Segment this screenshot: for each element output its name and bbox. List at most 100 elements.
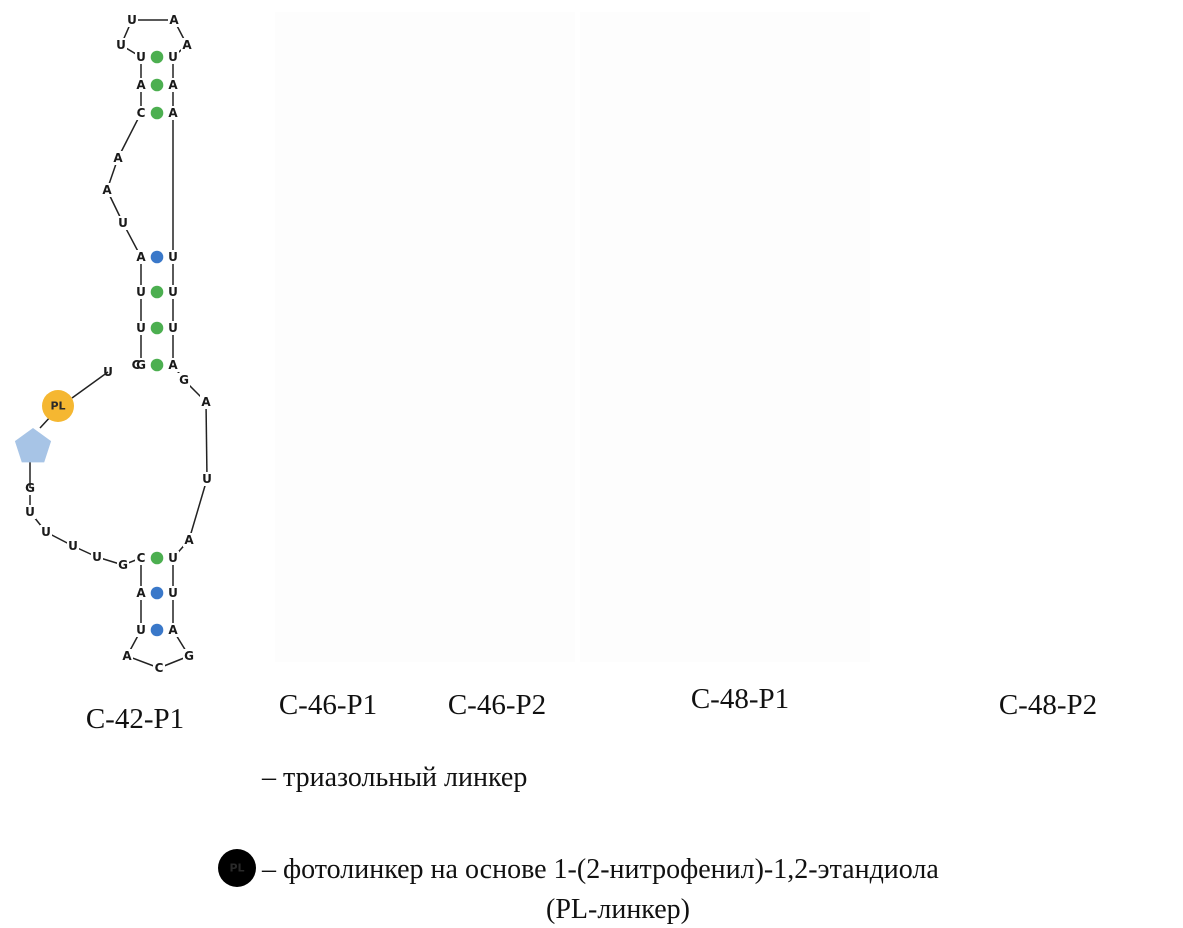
nucleotide-halo xyxy=(24,505,36,519)
nucleotide: U xyxy=(136,623,146,637)
nucleotide-halo xyxy=(135,50,147,64)
nucleotide-halo xyxy=(121,649,133,663)
nucleotide-halo xyxy=(135,250,147,264)
nucleotide-halo xyxy=(181,38,193,52)
nucleotide-halo xyxy=(101,183,113,197)
nucleotide: U xyxy=(41,525,51,539)
base-pair-dot xyxy=(150,250,164,264)
nucleotide-halo xyxy=(135,78,147,92)
nucleotide-halo xyxy=(168,13,180,27)
nucleotide: A xyxy=(113,151,123,165)
nucleotide-halo xyxy=(167,586,179,600)
nucleotide: U xyxy=(202,472,212,486)
nucleotide-halo xyxy=(135,285,147,299)
legend-triazole-text: – триазольный линкер xyxy=(261,762,527,793)
nucleotide-halo xyxy=(67,539,79,553)
nucleotide: U xyxy=(168,586,178,600)
nucleotide: A xyxy=(169,13,179,27)
nucleotide: U xyxy=(118,216,128,230)
nucleotide: U xyxy=(136,321,146,335)
nucleotide-halo xyxy=(153,661,165,675)
structure-label-c-46-p2: C-46-P2 xyxy=(448,689,546,721)
nucleotide: U xyxy=(168,321,178,335)
nucleotide-halo xyxy=(135,358,147,372)
nucleotide: A xyxy=(102,183,112,197)
nucleotide: U xyxy=(168,285,178,299)
nucleotide: U xyxy=(25,505,35,519)
base-pair-dot xyxy=(150,586,164,600)
triazole-linker-icon xyxy=(14,428,52,463)
nucleotide-halo xyxy=(135,623,147,637)
structure-label-c-48-p1: C-48-P1 xyxy=(691,683,789,715)
nucleotide: A xyxy=(136,78,146,92)
nucleotide: C xyxy=(132,358,141,372)
nucleotide: U xyxy=(68,539,78,553)
base-pair-dot xyxy=(150,285,164,299)
nucleotide-halo xyxy=(167,250,179,264)
nucleotide: U xyxy=(168,250,178,264)
base-pair-dot xyxy=(150,551,164,565)
base-pair-dot xyxy=(150,78,164,92)
nucleotide: A xyxy=(168,623,178,637)
nucleotide: A xyxy=(136,586,146,600)
backbone-bond xyxy=(188,478,208,541)
pl-linker-icon-label: PL xyxy=(229,862,244,875)
nucleotide: A xyxy=(168,358,178,372)
nucleotide-halo xyxy=(178,373,190,387)
nucleotide-halo xyxy=(112,151,124,165)
nucleotide: G xyxy=(136,358,146,372)
nucleotide: A xyxy=(168,78,178,92)
nucleotide-halo xyxy=(183,533,195,547)
nucleotide-halo xyxy=(167,358,179,372)
nucleotide-halo xyxy=(91,550,103,564)
nucleotide: U xyxy=(116,38,126,52)
nucleotide-halo xyxy=(135,106,147,120)
nucleotide-halo xyxy=(135,321,147,335)
nucleotide: G xyxy=(118,558,128,572)
nucleotide-halo xyxy=(40,525,52,539)
nucleotide: A xyxy=(201,395,211,409)
nucleotide: U xyxy=(127,13,137,27)
nucleotide-halo xyxy=(167,106,179,120)
nucleotide: A xyxy=(182,38,192,52)
legend: – триазольный линкер PL – фотолинкер на … xyxy=(218,762,939,925)
panel-background-c48 xyxy=(580,12,870,662)
base-pair-dot xyxy=(150,358,164,372)
nucleotide-halo xyxy=(167,50,179,64)
nucleotide-halo xyxy=(167,551,179,565)
nucleotide: G xyxy=(179,373,189,387)
nucleotide: G xyxy=(184,649,194,663)
nucleotide: A xyxy=(136,250,146,264)
nucleotide: A xyxy=(184,533,194,547)
nucleotide: A xyxy=(168,106,178,120)
backbone-bond xyxy=(205,401,208,480)
nucleotide-halo xyxy=(183,649,195,663)
structure-label-c-48-p2: C-48-P2 xyxy=(999,689,1097,721)
base-pair-dot xyxy=(150,623,164,637)
nucleotide-halo xyxy=(200,395,212,409)
base-pair-dot xyxy=(150,50,164,64)
nucleotide-halo xyxy=(201,472,213,486)
nucleotide: C xyxy=(155,661,164,675)
nucleotide-halo xyxy=(135,551,147,565)
nucleotide: A xyxy=(122,649,132,663)
legend-pl-text-line1: – фотолинкер на основе 1-(2-нитрофенил)-… xyxy=(261,854,939,885)
nucleotide: U xyxy=(168,50,178,64)
panel-background-c46 xyxy=(275,12,575,662)
pl-linker-icon xyxy=(42,390,74,422)
nucleotide-halo xyxy=(167,78,179,92)
pl-linker-label: PL xyxy=(50,400,65,413)
base-pair-dot xyxy=(150,106,164,120)
nucleotide-halo xyxy=(126,13,138,27)
base-pair-dot xyxy=(150,321,164,335)
nucleotide-halo xyxy=(117,216,129,230)
nucleotide-halo xyxy=(115,38,127,52)
nucleotide-halo xyxy=(117,558,129,572)
nucleotide: U xyxy=(136,285,146,299)
nucleotide: U xyxy=(92,550,102,564)
structure-label-c-46-p1: C-46-P1 xyxy=(279,689,377,721)
nucleotide-halo xyxy=(167,623,179,637)
nucleotide-halo xyxy=(135,586,147,600)
